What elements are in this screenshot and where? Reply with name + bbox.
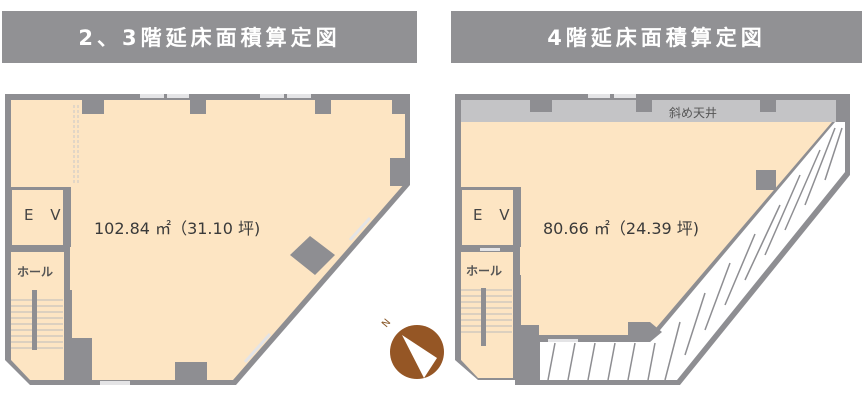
hall-label-2-3: ホール: [17, 265, 54, 279]
floor-2-3-title: 2、3階延床面積算定図: [2, 11, 417, 63]
ev-shaft-4: [462, 190, 513, 245]
floor-plan-2-3: [5, 94, 410, 385]
ev-label-4: E V: [473, 206, 516, 224]
north-arrow-icon: [390, 325, 444, 379]
hall-4: [461, 252, 513, 378]
sloped-ceiling-label: 斜め天井: [669, 106, 718, 120]
floor-area-4: [461, 122, 832, 335]
ev-shaft-2-3: [12, 190, 63, 245]
floor-plan-4: [455, 94, 850, 385]
area-label-4: 80.66 ㎡（24.39 坪): [543, 219, 700, 238]
floor-4-title: 4階延床面積算定図: [451, 11, 862, 63]
area-label-2-3: 102.84 ㎡（31.10 坪): [94, 219, 261, 238]
hall-label-4: ホール: [466, 264, 503, 278]
ev-label-2-3: E V: [24, 206, 67, 224]
floor-area-2-3: [11, 100, 405, 380]
